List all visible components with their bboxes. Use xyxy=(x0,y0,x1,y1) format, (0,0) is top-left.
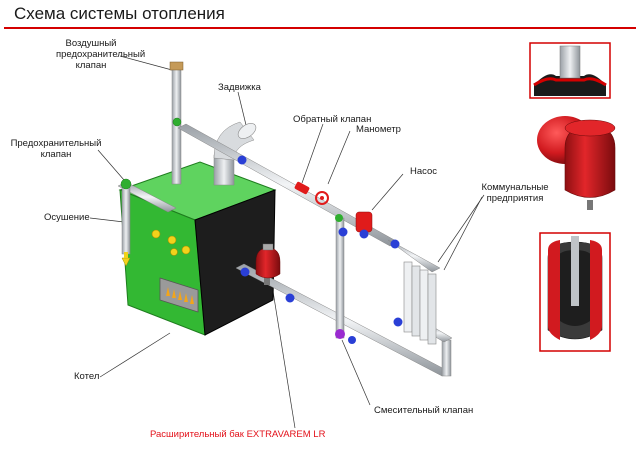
tank-cutaway-top xyxy=(529,42,611,99)
label-safety-valve: Предохранительный клапан xyxy=(4,138,108,160)
label-check-valve: Обратный клапан xyxy=(293,114,372,125)
tank-cutaway-bottom xyxy=(539,232,611,352)
label-expansion-tank: Расширительный бак EXTRAVAREM LR xyxy=(150,429,326,440)
fittings xyxy=(237,155,403,344)
label-line: клапан xyxy=(40,149,72,160)
radiator xyxy=(403,261,437,345)
safety-valve xyxy=(120,178,132,190)
label-line: предприятия xyxy=(486,193,544,204)
expansion-tank xyxy=(255,243,281,285)
label-line: Коммунальные xyxy=(481,182,549,193)
label-line: Воздушный xyxy=(65,38,117,49)
label-drain: Осушение xyxy=(44,212,90,223)
mixing-valve-icon xyxy=(335,329,345,339)
label-gate-valve: Задвижка xyxy=(218,82,261,93)
label-utility: Коммунальные предприятия xyxy=(478,182,552,204)
label-mixing-valve: Смесительный клапан xyxy=(374,405,474,416)
label-line: Предохранительный xyxy=(10,138,102,149)
drain-line xyxy=(117,178,177,267)
label-line: клапан xyxy=(75,60,107,71)
page-title: Схема системы отопления xyxy=(14,4,225,23)
manometer-icon xyxy=(315,191,329,205)
check-valve-icon xyxy=(294,181,310,195)
gate-valve-icon xyxy=(237,155,247,165)
label-manometer: Манометр xyxy=(356,124,401,135)
title-underline xyxy=(4,27,636,29)
label-air-safety-valve: Воздушный предохранительный клапан xyxy=(56,38,146,71)
leader-lines xyxy=(89,55,485,429)
air-safety-valve-cap xyxy=(169,61,184,71)
title-bar: Схема системы отопления xyxy=(0,0,640,30)
label-line: предохранительный xyxy=(56,49,146,60)
label-pump: Насос xyxy=(410,166,438,177)
tank-exterior xyxy=(537,116,616,210)
pump-icon xyxy=(355,211,373,233)
label-boiler: Котел xyxy=(74,371,100,382)
boiler xyxy=(118,161,277,336)
